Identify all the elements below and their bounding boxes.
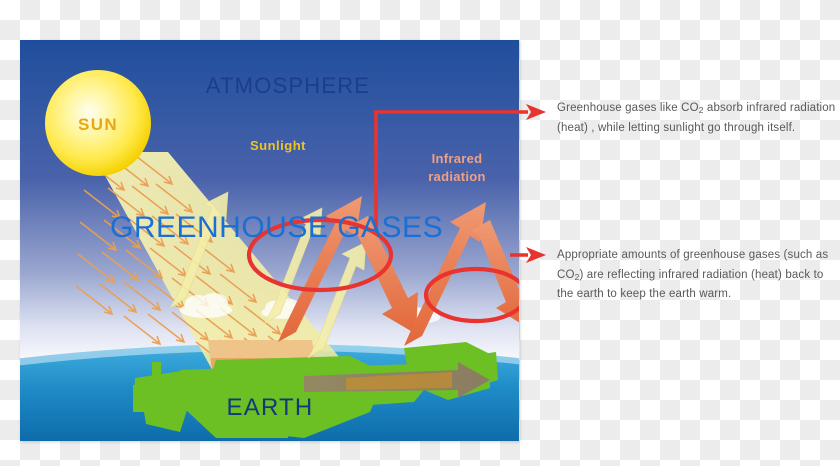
highlight-ellipse-small <box>423 266 519 324</box>
callout-text-absorption: Greenhouse gases like CO2 absorb infrare… <box>557 99 839 138</box>
greenhouse-effect-illustration: SUN <box>20 40 519 441</box>
co2-subscript-2: 2 <box>574 271 580 282</box>
infrared-label-line2: radiation <box>428 169 486 184</box>
infrared-up-arrow-1 <box>278 196 362 342</box>
sunlight-label: Sunlight <box>250 138 306 153</box>
sun-label: SUN <box>78 115 118 134</box>
connector-elbow-line <box>374 110 519 230</box>
callout-arrowhead-top <box>526 104 546 120</box>
ocean-horizon-highlight <box>20 344 519 366</box>
callout-text-part-2: ) are reflecting infrared radiation (hea… <box>557 268 824 301</box>
sun-group: SUN <box>45 70 151 176</box>
callout-text-part-2: absorb infrared radiation (heat) , while… <box>557 102 836 134</box>
atmosphere-label: ATMOSPHERE <box>206 73 370 98</box>
diagram-canvas: SUN <box>20 40 519 441</box>
cloud-1 <box>180 293 232 318</box>
callout-arrowhead-bottom <box>526 247 546 263</box>
callout-text-part-1: Appropriate amounts of greenhouse gases … <box>557 249 829 281</box>
infrared-down-arrow-1 <box>350 216 418 334</box>
highlight-ellipse-large <box>246 217 394 293</box>
earth-label: EARTH <box>227 394 314 421</box>
sunlight-arrow-1 <box>169 191 229 309</box>
infrared-label-line1: Infrared <box>432 151 483 166</box>
sun-disc <box>45 70 151 176</box>
surface-heat-arrow <box>304 362 490 398</box>
greenhouse-gases-label: GREENHOUSE GASES <box>110 211 443 244</box>
callout-text-reflection: Appropriate amounts of greenhouse gases … <box>557 246 839 305</box>
land-main-a <box>134 370 196 432</box>
callout-text-part-1: Greenhouse gases like CO <box>557 102 699 114</box>
reflected-sunlight-arrows <box>169 191 367 359</box>
co2-subscript-1: 2 <box>698 105 704 115</box>
